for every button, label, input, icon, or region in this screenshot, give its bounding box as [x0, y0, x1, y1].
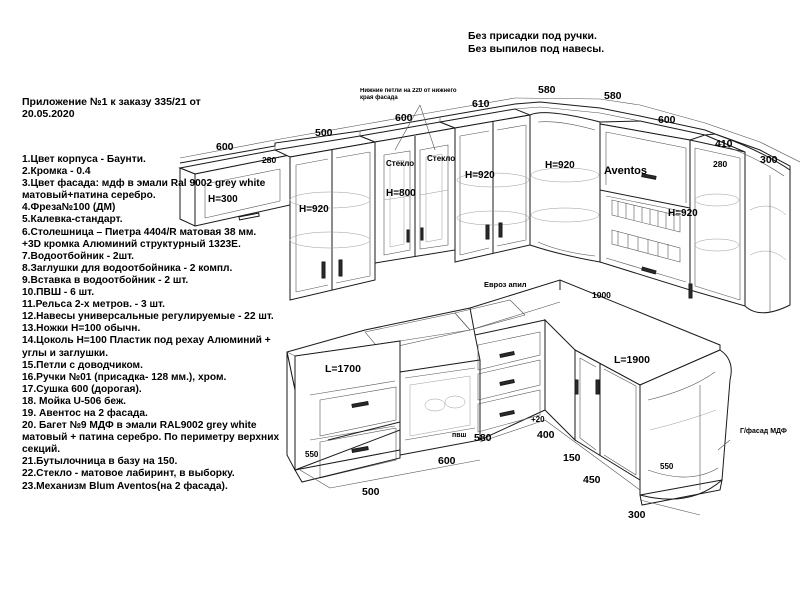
dim-upper-9: 300	[760, 154, 778, 166]
cabinet-aventos-front	[600, 124, 690, 290]
spec-item: 3.Цвет фасада: мдф в эмали Ral 9002 grey…	[22, 178, 266, 202]
aventos-label: Aventos	[604, 165, 647, 177]
corner-width-label: 1000	[592, 290, 611, 300]
dim-upper-5: 580	[538, 84, 556, 96]
height-label-2: H=920	[299, 204, 329, 215]
upper-width-labels: 600 500 600 610 580 580 600 410 300 280 …	[216, 84, 778, 169]
dim-upper-2: 500	[315, 127, 333, 139]
dim-lower-2: 600	[438, 455, 456, 467]
spec-item: 15.Петли с доводчиком.	[22, 359, 143, 371]
spec-item: 9.Вставка в водоотбойник - 2 шт.	[22, 274, 189, 286]
eurojoint-label: Евроз апил	[484, 280, 527, 289]
spec-item: 12.Навесы универсальные регулируемые - 2…	[22, 311, 274, 323]
spec-item: 20. Багет №9 МДФ в эмали RAL9002 grey wh…	[22, 420, 280, 456]
dim-lower-1: 500	[362, 486, 380, 498]
cabinet-corner-curved	[530, 113, 600, 262]
spec-item: 6.Столешница – Пиетра 4404/R матовая 38 …	[22, 226, 257, 238]
dim-right-3: 450	[583, 474, 601, 486]
spec-item: 2.Кромка - 0.4	[22, 166, 91, 178]
dim-upper-6: 580	[604, 90, 622, 102]
plus-20-label: +20	[531, 415, 545, 424]
dish-rack	[612, 200, 680, 262]
glass-label-2: Стекло	[427, 154, 455, 163]
dim-right-1: 400	[537, 429, 555, 441]
spec-item: 18. Мойка U-506 беж.	[22, 395, 127, 407]
dim-upper-3: 600	[395, 112, 413, 124]
depth-lower-right: 550	[660, 462, 674, 471]
dim-depth-right: 280	[713, 159, 727, 169]
upper-cabinets	[180, 102, 790, 313]
spec-list: 1.Цвет корпуса - Баунти. 2.Кромка - 0.4 …	[22, 154, 280, 493]
spec-item: 11.Рельса 2-х метров. - 3 шт.	[22, 299, 165, 311]
dim-right-4: 300	[628, 509, 646, 521]
dim-upper-7: 600	[658, 114, 676, 126]
spec-item: 16.Ручки №01 (присадка- 128 мм.), хром.	[22, 371, 227, 383]
dim-upper-8: 410	[715, 138, 733, 150]
dimension-lines	[180, 98, 800, 515]
spec-item: 5.Калевка-стандарт.	[22, 214, 123, 226]
facade-note-1: Г/фасад МДФ	[740, 428, 787, 435]
cabinet-rounded-end	[705, 134, 790, 313]
glass-label-1: Стекло	[386, 159, 414, 168]
countertop-right-length: L=1900	[614, 354, 650, 366]
depth-lower-left: 550	[305, 450, 319, 459]
sink-label: пвш	[452, 432, 467, 439]
dim-right-2: 150	[563, 452, 581, 464]
dim-depth-left: 280	[262, 155, 276, 165]
upper-height-labels: H=300 H=920 H=800 H=920 H=920 H=920 Стек…	[208, 154, 698, 219]
lower-labels: L=1700 L=1900 Евроз апил 1000 500 600 58…	[305, 280, 787, 521]
height-label-5: H=920	[545, 160, 575, 171]
note-no-hanger-cutouts: Без выпилов под навесы.	[468, 43, 605, 55]
height-label-4: H=920	[465, 170, 495, 181]
dim-upper-4: 610	[472, 98, 490, 110]
spec-item: 22.Стекло - матовое лабиринт, в выборку.	[22, 468, 235, 480]
spec-item: 7.Водоотбойник - 2шт.	[22, 250, 135, 262]
hinge-note: Нижние петли на 220 от нижнего края фаса…	[360, 88, 457, 101]
height-label-3: H=800	[386, 188, 416, 199]
spec-item: 14.Цоколь Н=100 Пластик под рехау Алюмин…	[22, 335, 271, 359]
dim-upper-1: 600	[216, 141, 234, 153]
height-label-1: H=300	[208, 194, 238, 205]
appendix-title: Приложение №1 к заказу 335/21 от 20.05.2…	[22, 96, 201, 120]
dim-lower-3: 580	[474, 432, 492, 444]
countertop-left-length: L=1700	[325, 363, 361, 375]
hinge-note-box: Нижние петли на 220 от нижнего края фаса…	[360, 88, 457, 101]
height-label-6: H=920	[668, 208, 698, 219]
spec-item: 21.Бутылочница в базу на 150.	[22, 456, 178, 468]
spec-item: +3D кромка Алюминий структурный 1323Е.	[22, 238, 241, 250]
spec-item: 8.Заглушки для водоотбойника - 2 компл.	[22, 262, 233, 274]
header-notes: Без присадки под ручки. Без выпилов под …	[468, 30, 604, 56]
spec-item: 23.Механизм Blum Aventos(на 2 фасада).	[22, 480, 228, 492]
base-middle-600	[400, 360, 480, 455]
lower-cabinets	[287, 280, 731, 505]
spec-item: 1.Цвет корпуса - Баунти.	[22, 154, 146, 165]
spec-item: 10.ПВШ - 6 шт.	[22, 287, 95, 299]
spec-item: 19. Авентос на 2 фасада.	[22, 407, 148, 419]
spec-item: 17.Сушка 600 (дорогая).	[22, 383, 142, 395]
spec-item: 13.Ножки Н=100 обычн.	[22, 323, 141, 335]
note-no-handle-drilling: Без присадки под ручки.	[468, 30, 597, 42]
spec-item: 4.Фреза№100 (ДМ)	[22, 202, 116, 214]
